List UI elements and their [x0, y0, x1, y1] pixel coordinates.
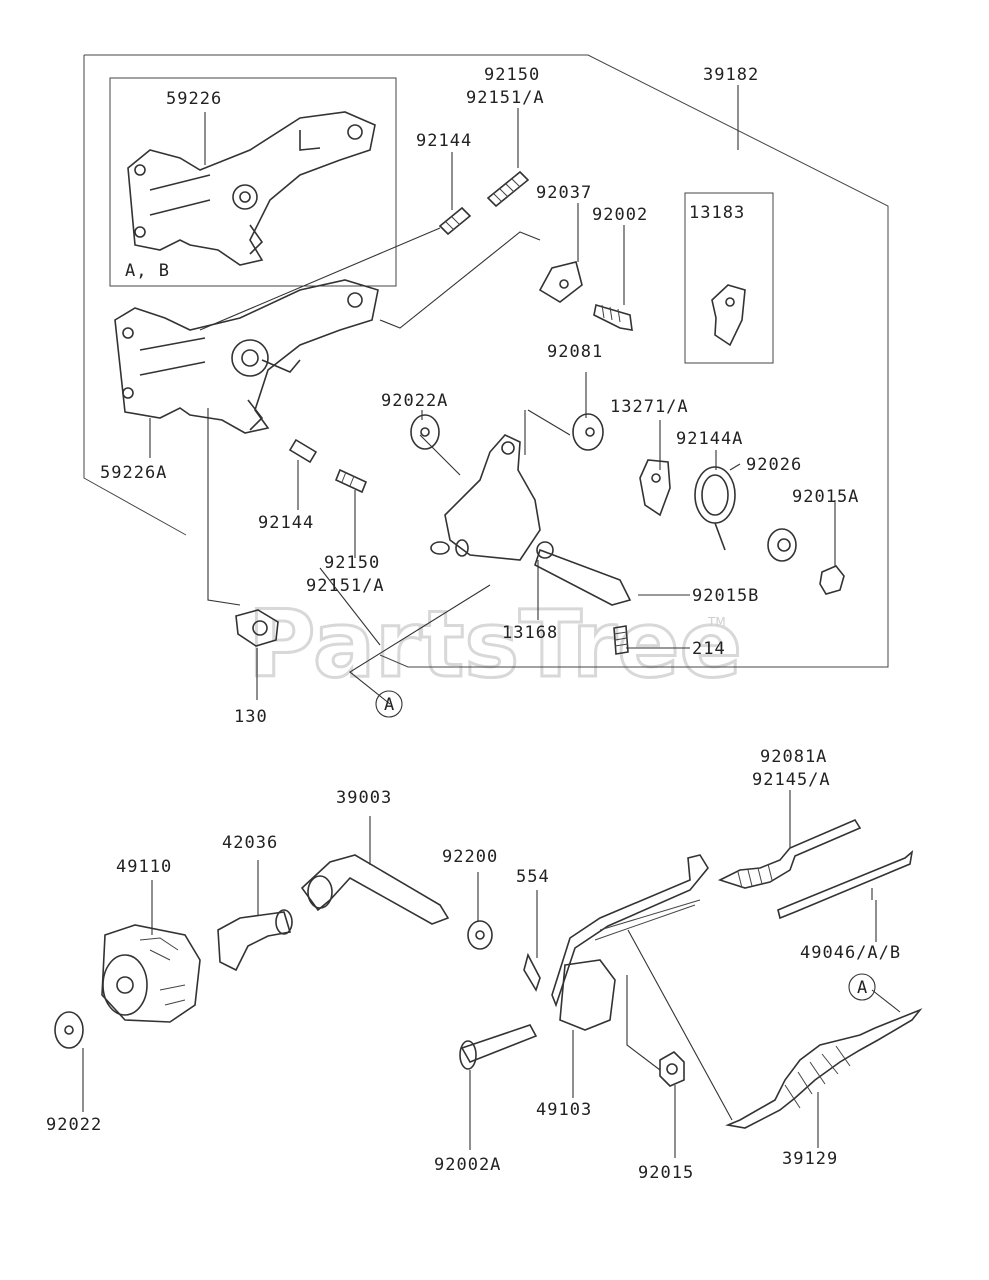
label-39003: 39003	[336, 788, 392, 808]
bolt-92150-top	[486, 170, 530, 208]
governor-49110	[101, 924, 201, 1023]
label-a-b: A, B	[125, 261, 170, 281]
label-ref-a-bottom: A	[857, 978, 868, 998]
bolt-92002a	[459, 1024, 538, 1070]
label-13183: 13183	[689, 203, 745, 223]
label-13271a: 13271/A	[610, 397, 689, 417]
label-92144-top: 92144	[416, 131, 472, 151]
plate-13183	[711, 284, 746, 347]
label-92022a: 92022A	[381, 391, 448, 411]
label-92081: 92081	[547, 342, 603, 362]
label-49046: 49046/A/B	[800, 943, 901, 963]
lower-leaders	[82, 790, 901, 1158]
plate-13271a	[639, 459, 671, 517]
label-92144-bottom: 92144	[258, 513, 314, 533]
label-92150-top: 92150	[484, 65, 540, 85]
washer-92200	[467, 920, 493, 950]
label-92081a: 92081A	[760, 747, 827, 767]
label-92150-bottom: 92150	[324, 553, 380, 573]
label-130: 130	[234, 707, 268, 727]
link-92037	[538, 261, 583, 303]
lever-13168	[430, 434, 632, 606]
bolt-92002	[593, 303, 633, 331]
label-92144a: 92144A	[676, 429, 743, 449]
shaft-39003	[300, 854, 450, 925]
upper-leaders	[149, 85, 836, 705]
spring-92081a	[717, 818, 862, 889]
nut-92015	[659, 1051, 685, 1087]
lever-49103	[551, 854, 709, 1031]
label-49110: 49110	[116, 857, 172, 877]
label-92002a: 92002A	[434, 1155, 501, 1175]
label-42036: 42036	[222, 833, 278, 853]
label-92015b: 92015B	[692, 586, 759, 606]
inset-box-59226	[109, 77, 397, 287]
collar-92026	[767, 528, 797, 562]
bolt-92150-bottom	[334, 468, 368, 494]
label-39182: 39182	[703, 65, 759, 85]
bolt-214	[613, 625, 629, 655]
watermark: PartsTree	[248, 591, 742, 698]
label-92145a: 92145/A	[752, 770, 831, 790]
label-13168: 13168	[502, 623, 558, 643]
label-59226a: 59226A	[100, 463, 167, 483]
bolt-92144-bottom	[288, 438, 318, 464]
ref-marker-a-bottom	[848, 973, 876, 1001]
bracket-59226a	[114, 279, 379, 434]
label-92151a-top: 92151/A	[466, 88, 545, 108]
bracket-59226	[127, 111, 376, 266]
washer-92022a	[410, 414, 440, 450]
label-92026: 92026	[746, 455, 802, 475]
label-39129: 39129	[782, 1149, 838, 1169]
washer-92022	[54, 1011, 84, 1049]
ref-marker-a-top	[375, 690, 403, 718]
spring-39129	[725, 1008, 923, 1129]
inset-box-13183	[684, 192, 774, 364]
label-92200: 92200	[442, 847, 498, 867]
label-554: 554	[516, 867, 550, 887]
label-92002: 92002	[592, 205, 648, 225]
label-92015a: 92015A	[792, 487, 859, 507]
sleeve-42036	[217, 909, 293, 972]
spring-92144a	[694, 466, 736, 551]
label-92151a-bottom: 92151/A	[306, 576, 385, 596]
label-92037: 92037	[536, 183, 592, 203]
bolt-130	[235, 609, 279, 647]
rod-lines	[199, 227, 541, 331]
label-92022: 92022	[46, 1115, 102, 1135]
label-214: 214	[692, 639, 726, 659]
washer-92081	[572, 413, 604, 451]
rod-49046	[777, 849, 914, 920]
nut-92015a	[819, 565, 845, 595]
assembly-39182-outline	[83, 54, 889, 668]
watermark-trademark: TM	[707, 615, 726, 629]
label-92015: 92015	[638, 1163, 694, 1183]
label-59226: 59226	[166, 89, 222, 109]
bolt-92144-top	[438, 206, 472, 236]
pin-554	[523, 952, 541, 992]
label-49103: 49103	[536, 1100, 592, 1120]
label-ref-a-top: A	[384, 695, 395, 715]
